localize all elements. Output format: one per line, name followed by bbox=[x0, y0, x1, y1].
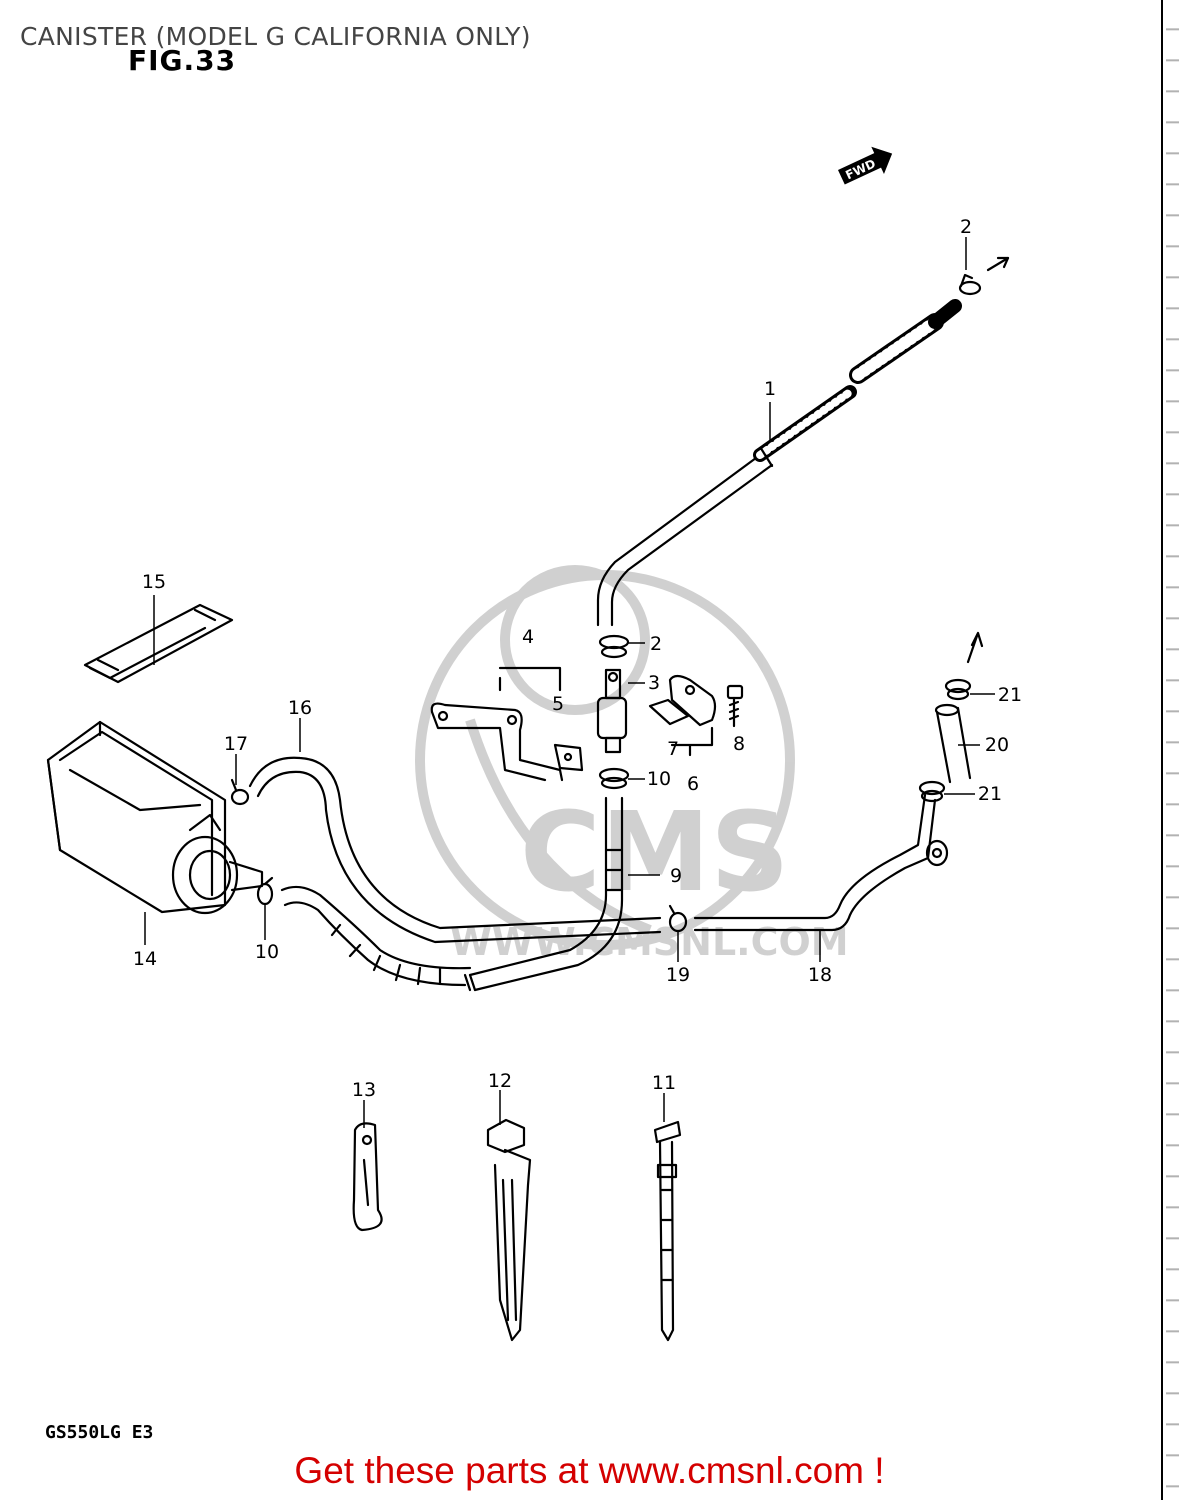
callout-8: 8 bbox=[733, 733, 745, 755]
callout-13: 13 bbox=[352, 1079, 376, 1101]
figure-number: FIG.33 bbox=[128, 44, 237, 77]
callout-19: 19 bbox=[666, 964, 690, 986]
hose-part-9 bbox=[463, 796, 624, 992]
hose-clamp-part-21-top bbox=[944, 678, 972, 701]
callout-21-top: 21 bbox=[998, 684, 1022, 706]
watermark-url: WWW.CMSNL.COM bbox=[450, 920, 849, 964]
callout-9: 9 bbox=[670, 865, 682, 887]
page-title: CANISTER (MODEL G CALIFORNIA ONLY) bbox=[20, 22, 531, 51]
callout-4: 4 bbox=[522, 626, 534, 648]
callout-5: 5 bbox=[552, 693, 564, 715]
callout-18: 18 bbox=[808, 964, 832, 986]
hose-clamp-part-10-mid bbox=[598, 767, 630, 790]
callout-12: 12 bbox=[488, 1070, 512, 1092]
callout-leaders bbox=[144, 237, 995, 1128]
clamp-band-part-12 bbox=[486, 1118, 532, 1342]
callout-11: 11 bbox=[652, 1072, 676, 1094]
callout-2-top: 2 bbox=[960, 216, 972, 238]
canister-bracket-part-4 bbox=[430, 666, 564, 782]
hose-clamp-part-21-bottom bbox=[918, 780, 946, 803]
parts-link[interactable]: Get these parts at www.cmsnl.com ! bbox=[294, 1450, 885, 1491]
hose-clamp-part-17 bbox=[230, 778, 250, 806]
callout-15: 15 bbox=[142, 571, 166, 593]
pipe-part-18 bbox=[693, 793, 949, 932]
callout-6: 6 bbox=[687, 773, 699, 795]
hose-clamp-part-2-mid bbox=[598, 634, 630, 659]
hose-part-16 bbox=[248, 756, 662, 944]
fwd-direction-badge: FWD bbox=[838, 146, 893, 185]
callout-10-mid: 10 bbox=[647, 768, 671, 790]
canister-part-14 bbox=[46, 720, 264, 915]
clip-part-5 bbox=[553, 743, 584, 772]
callout-17: 17 bbox=[224, 733, 248, 755]
model-code: GS550LG E3 bbox=[45, 1422, 154, 1443]
part-callouts: 1 2 2 3 4 5 6 7 8 9 10 10 11 12 13 14 15… bbox=[133, 216, 1022, 1101]
callout-10-left: 10 bbox=[255, 941, 279, 963]
cable-tie-part-11 bbox=[653, 1120, 682, 1342]
watermark-brand: CMS bbox=[520, 788, 789, 916]
callout-21-bottom: 21 bbox=[978, 783, 1002, 805]
page-edge-rule bbox=[1161, 0, 1163, 1500]
vent-hose-part-1 bbox=[596, 256, 1010, 627]
callout-3: 3 bbox=[648, 672, 660, 694]
bolt-part-8 bbox=[726, 684, 744, 728]
strap-part-15 bbox=[83, 603, 234, 684]
callout-7: 7 bbox=[667, 738, 679, 760]
cms-watermark: CMS WWW.CMSNL.COM bbox=[415, 565, 849, 964]
page-edge-strip bbox=[1166, 0, 1179, 1500]
callout-2-mid: 2 bbox=[650, 633, 662, 655]
hose-canister-lower bbox=[280, 885, 472, 987]
hose-clamp-part-2-top bbox=[958, 273, 982, 296]
callout-20: 20 bbox=[985, 734, 1009, 756]
hose-clamp-part-10-left bbox=[256, 876, 274, 906]
stay-part-13 bbox=[352, 1122, 383, 1232]
callout-16: 16 bbox=[288, 697, 312, 719]
check-valve-part-3 bbox=[596, 668, 628, 754]
hose-clamp-part-19 bbox=[668, 904, 688, 933]
callout-1: 1 bbox=[764, 378, 776, 400]
callout-14: 14 bbox=[133, 948, 157, 970]
bracket-part-6 bbox=[648, 674, 717, 757]
hose-part-20 bbox=[934, 631, 984, 784]
